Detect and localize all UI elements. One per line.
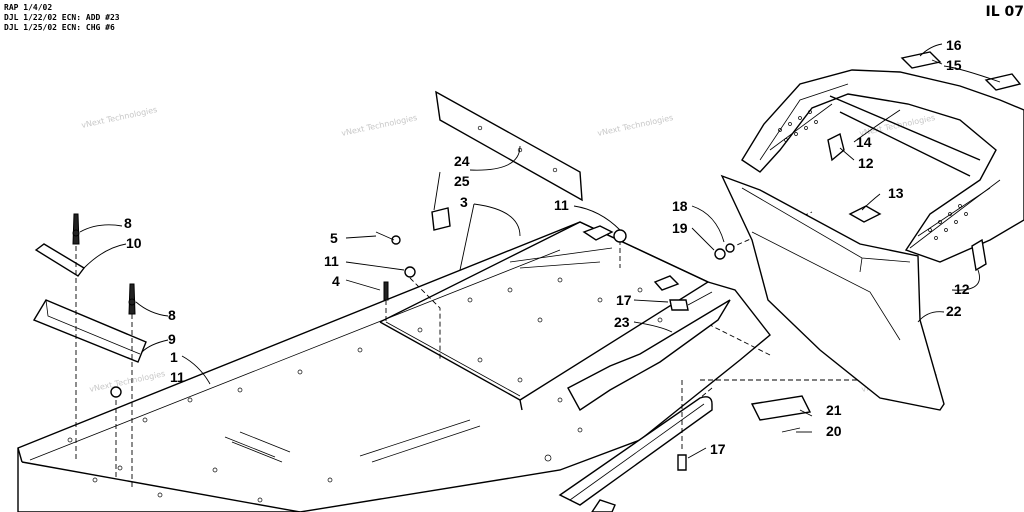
- callout-labels: 8 10 8 9 1 11 5 11 4 24 25 3 11 18 19 17…: [124, 37, 970, 457]
- left-brackets: [32, 213, 147, 363]
- callout-19: 19: [672, 220, 688, 236]
- callout-17: 17: [710, 441, 726, 457]
- callout-1: 1: [170, 349, 178, 365]
- watermark-text: vNext Technologies: [89, 369, 166, 394]
- clip-13: [848, 205, 882, 223]
- bolt-17a: [669, 299, 689, 311]
- callout-12: 12: [954, 281, 970, 297]
- rivet-11c: [110, 386, 122, 398]
- callout-16: 16: [946, 37, 962, 53]
- callout-15: 15: [946, 57, 962, 73]
- callout-11: 11: [170, 369, 185, 385]
- bolt-4: [383, 281, 389, 301]
- revision-note: DJL 1/22/02 ECN: ADD #23: [4, 13, 120, 22]
- revision-notes: RAP 1/4/02 DJL 1/22/02 ECN: ADD #23 DJL …: [4, 3, 120, 33]
- callout-10: 10: [126, 235, 142, 251]
- callout-12: 12: [858, 155, 874, 171]
- revision-note: DJL 1/25/02 ECN: CHG #6: [4, 23, 115, 32]
- nut-19: [714, 248, 726, 260]
- floor-panel: [17, 221, 771, 512]
- snow-flap: [431, 90, 583, 231]
- callout-20: 20: [826, 423, 842, 439]
- callout-8: 8: [124, 215, 132, 231]
- callout-22: 22: [946, 303, 962, 319]
- reflector-21: [750, 395, 812, 421]
- floor-holes: [67, 277, 663, 503]
- callout-8: 8: [168, 307, 176, 323]
- rear-flap: [720, 174, 945, 411]
- callout-24: 24: [454, 153, 470, 169]
- rivet-11: [613, 229, 627, 243]
- washer-18: [725, 243, 735, 253]
- callout-14: 14: [856, 134, 872, 150]
- callout-3: 3: [460, 194, 468, 210]
- watermark-text: vNext Technologies: [597, 113, 674, 138]
- rivet-11b: [404, 266, 416, 278]
- callout-17: 17: [616, 292, 632, 308]
- callout-25: 25: [454, 173, 470, 189]
- bolt-17b: [677, 454, 687, 471]
- revision-note: RAP 1/4/02: [4, 3, 53, 12]
- hardware: [110, 132, 987, 471]
- bumper-grip-pads: [778, 110, 968, 240]
- leader-lines: [79, 43, 1001, 459]
- bolt-5: [391, 235, 401, 245]
- callout-23: 23: [614, 314, 630, 330]
- watermark-text: vNext Technologies: [81, 105, 158, 130]
- tunnel-cooler: [558, 396, 713, 512]
- callout-11: 11: [554, 197, 569, 213]
- callout-21: 21: [826, 402, 842, 418]
- callout-13: 13: [888, 185, 904, 201]
- clip-12b: [971, 238, 987, 272]
- callout-11: 11: [324, 253, 339, 269]
- clip-12a: [827, 132, 845, 162]
- watermark-text: vNext Technologies: [341, 113, 418, 138]
- callout-9: 9: [168, 331, 176, 347]
- page-id: IL 07: [985, 4, 1024, 20]
- decal-23: [567, 299, 731, 412]
- callout-5: 5: [330, 230, 338, 246]
- callout-18: 18: [672, 198, 688, 214]
- callout-4: 4: [332, 273, 340, 289]
- rear-bumper: [741, 51, 1024, 263]
